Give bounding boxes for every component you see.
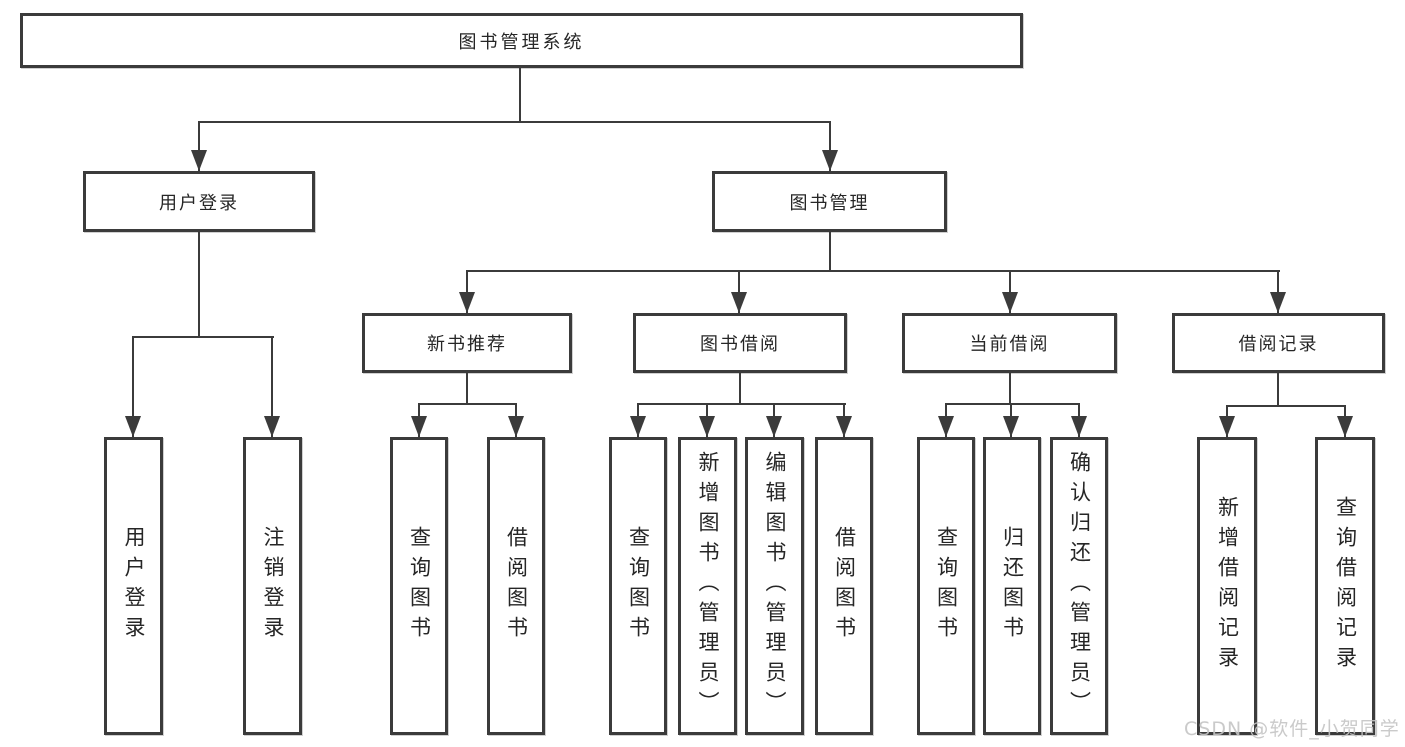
arrow-down-icon: [1003, 416, 1019, 437]
leaf-logout: 注销登录: [243, 437, 302, 735]
connector-root-drop: [198, 121, 200, 171]
arrow-down-icon: [125, 416, 141, 437]
arrow-down-icon: [938, 416, 954, 437]
leaf-label: 新增图书（管理员）: [696, 451, 720, 721]
arrow-down-icon: [264, 416, 280, 437]
leaf-borrow-books-recommend: 借阅图书: [487, 437, 545, 735]
connector-login-drop: [271, 336, 273, 437]
arrow-down-icon: [1071, 416, 1087, 437]
connector-records-hline: [1226, 405, 1346, 407]
connector-borrowing-vline: [739, 373, 741, 405]
arrow-down-icon: [1219, 416, 1235, 437]
leaf-query-books-borrowing: 查询图书: [609, 437, 667, 735]
connector-current-vline: [1009, 373, 1011, 405]
connector-login-drop: [132, 336, 134, 437]
leaf-query-borrow-record: 查询借阅记录: [1315, 437, 1375, 735]
arrow-down-icon: [731, 292, 747, 313]
node-new-book-recommendation: 新书推荐: [362, 313, 572, 373]
connector-root-hline: [198, 121, 831, 123]
leaf-query-books-current: 查询图书: [917, 437, 975, 735]
arrow-down-icon: [411, 416, 427, 437]
connector-current-hline: [945, 403, 1080, 405]
connector-mgmt-drop: [1009, 270, 1011, 313]
leaf-label: 借阅图书: [832, 526, 857, 646]
leaf-user-login: 用户登录: [104, 437, 163, 735]
leaf-label: 归还图书: [1000, 526, 1025, 646]
leaf-label: 查询借阅记录: [1333, 496, 1358, 676]
connector-mgmt-drop: [1277, 270, 1279, 313]
connector-borrowing-hline: [637, 403, 846, 405]
leaf-edit-book-admin: 编辑图书（管理员）: [745, 437, 804, 735]
connector-login-vline: [198, 232, 200, 338]
connector-mgmt-vline: [829, 232, 831, 272]
leaf-borrow-books-borrowing: 借阅图书: [815, 437, 873, 735]
connector-records-vline: [1277, 373, 1279, 407]
connector-recommend-vline: [466, 373, 468, 405]
arrow-down-icon: [459, 292, 475, 313]
leaf-add-book-admin: 新增图书（管理员）: [678, 437, 737, 735]
connector-mgmt-drop: [738, 270, 740, 313]
leaf-label: 查询图书: [934, 526, 959, 646]
arrow-down-icon: [1337, 416, 1353, 437]
arrow-down-icon: [508, 416, 524, 437]
leaf-add-borrow-record: 新增借阅记录: [1197, 437, 1257, 735]
leaf-label: 新增借阅记录: [1215, 496, 1240, 676]
connector-login-hline: [132, 336, 274, 338]
leaf-label: 借阅图书: [504, 526, 529, 646]
node-user-login: 用户登录: [83, 171, 315, 232]
leaf-return-books: 归还图书: [983, 437, 1041, 735]
arrow-down-icon: [822, 150, 838, 171]
connector-recommend-hline: [418, 403, 517, 405]
arrow-down-icon: [836, 416, 852, 437]
node-book-borrowing: 图书借阅: [633, 313, 847, 373]
leaf-label: 编辑图书（管理员）: [763, 451, 787, 721]
connector-root-vline: [519, 68, 521, 123]
watermark: CSDN @软件_小贺同学: [1184, 718, 1400, 740]
arrow-down-icon: [191, 150, 207, 171]
arrow-down-icon: [630, 416, 646, 437]
leaf-label: 确认归还（管理员）: [1067, 451, 1092, 721]
node-book-management: 图书管理: [712, 171, 947, 232]
arrow-down-icon: [699, 416, 715, 437]
connector-mgmt-hline: [466, 270, 1280, 272]
arrow-down-icon: [1002, 292, 1018, 313]
arrow-down-icon: [766, 416, 782, 437]
arrow-down-icon: [1270, 292, 1286, 313]
leaf-confirm-return-admin: 确认归还（管理员）: [1050, 437, 1108, 735]
leaf-query-books-recommend: 查询图书: [390, 437, 448, 735]
connector-root-drop: [829, 121, 831, 171]
leaf-label: 用户登录: [122, 526, 146, 646]
leaf-label: 查询图书: [626, 526, 651, 646]
leaf-label: 注销登录: [261, 526, 285, 646]
node-borrowing-records: 借阅记录: [1172, 313, 1385, 373]
connector-mgmt-drop: [466, 270, 468, 313]
node-library-system: 图书管理系统: [20, 13, 1023, 68]
node-current-borrowing: 当前借阅: [902, 313, 1117, 373]
leaf-label: 查询图书: [407, 526, 432, 646]
